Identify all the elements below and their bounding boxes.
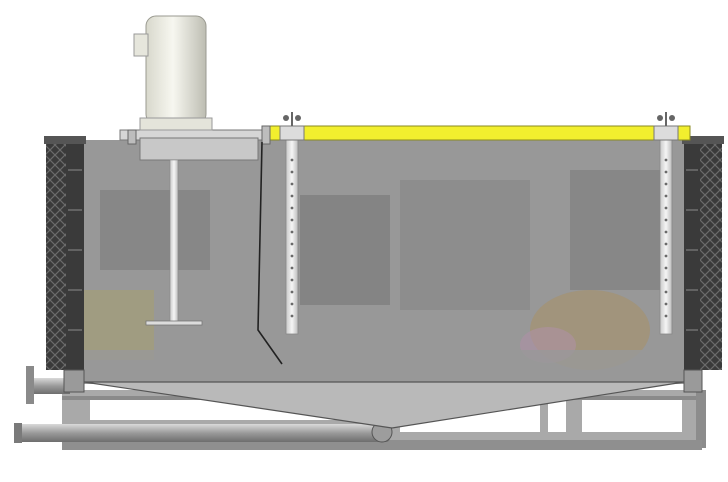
conical-bottom	[83, 381, 685, 429]
agitator-motor	[127, 15, 271, 161]
left-electrode-rod	[279, 112, 305, 335]
tank-interior	[84, 140, 684, 384]
insulated-tank-wall-right	[682, 136, 724, 393]
right-electrode-rod	[653, 112, 679, 335]
agitator-impeller	[145, 320, 203, 326]
sensor-cable	[257, 141, 283, 365]
agitator-shaft	[169, 159, 179, 323]
insulated-tank-wall-left	[44, 136, 86, 393]
